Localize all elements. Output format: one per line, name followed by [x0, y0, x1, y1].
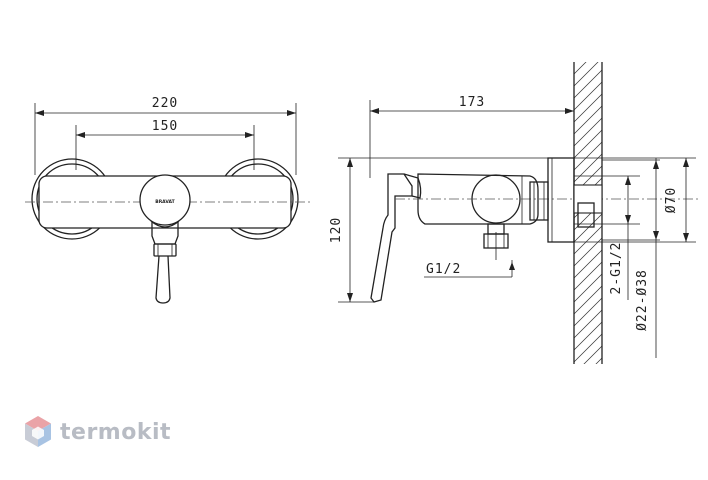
brand-plate: BRAVAT	[155, 199, 175, 205]
lever-front	[155, 255, 171, 304]
lever-side	[370, 173, 413, 303]
dim-label-120: 120	[329, 217, 344, 243]
dim-label-outlet-thread: G1/2	[426, 262, 461, 277]
termokit-logo: termokit	[24, 415, 171, 449]
termokit-logo-icon	[25, 416, 51, 447]
dim-label-173: 173	[459, 95, 485, 110]
side-view: 173 120 G1/2	[329, 62, 700, 364]
cartridge-cap	[139, 174, 191, 226]
termokit-logo-text: termokit	[60, 419, 172, 445]
front-view: 220 150 BRAVAT	[25, 96, 310, 304]
dim-label-220: 220	[152, 96, 178, 111]
dim-label-150: 150	[152, 119, 178, 134]
dim-label-d70: Ø70	[664, 187, 679, 213]
dim-label-d22-d38: Ø22-Ø38	[635, 269, 650, 331]
wall-pipe	[573, 184, 603, 214]
wall-hatching	[574, 62, 602, 364]
dim-label-inlet-thread: 2-G1/2	[609, 242, 624, 295]
